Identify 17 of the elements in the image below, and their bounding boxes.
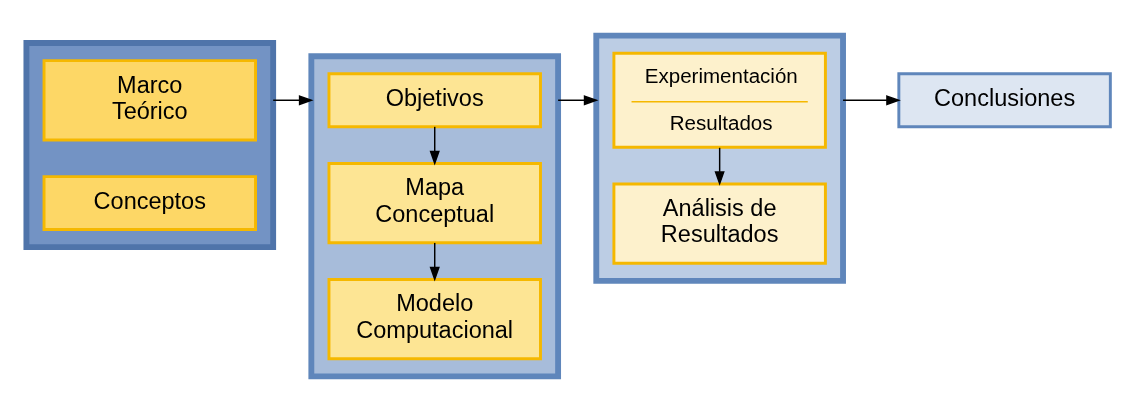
node-box: Conclusiones xyxy=(897,71,1112,128)
cluster xyxy=(593,32,846,284)
node-box: Análisis de Resultados xyxy=(612,182,827,265)
arrow xyxy=(429,125,440,166)
arrow xyxy=(272,94,314,105)
arrow xyxy=(842,94,901,105)
arrow xyxy=(557,94,599,105)
arrow xyxy=(714,146,725,186)
node-box: Conceptos xyxy=(42,174,257,231)
node-box: Experimentación Resultados xyxy=(612,51,827,149)
node-box: Marco Teórico xyxy=(42,58,257,141)
cluster xyxy=(308,52,562,379)
node-box: Modelo Computacional xyxy=(327,277,542,360)
arrow xyxy=(429,241,440,281)
cluster xyxy=(23,39,277,250)
node-box: Mapa Conceptual xyxy=(327,161,542,244)
node-box: Objetivos xyxy=(327,71,542,128)
